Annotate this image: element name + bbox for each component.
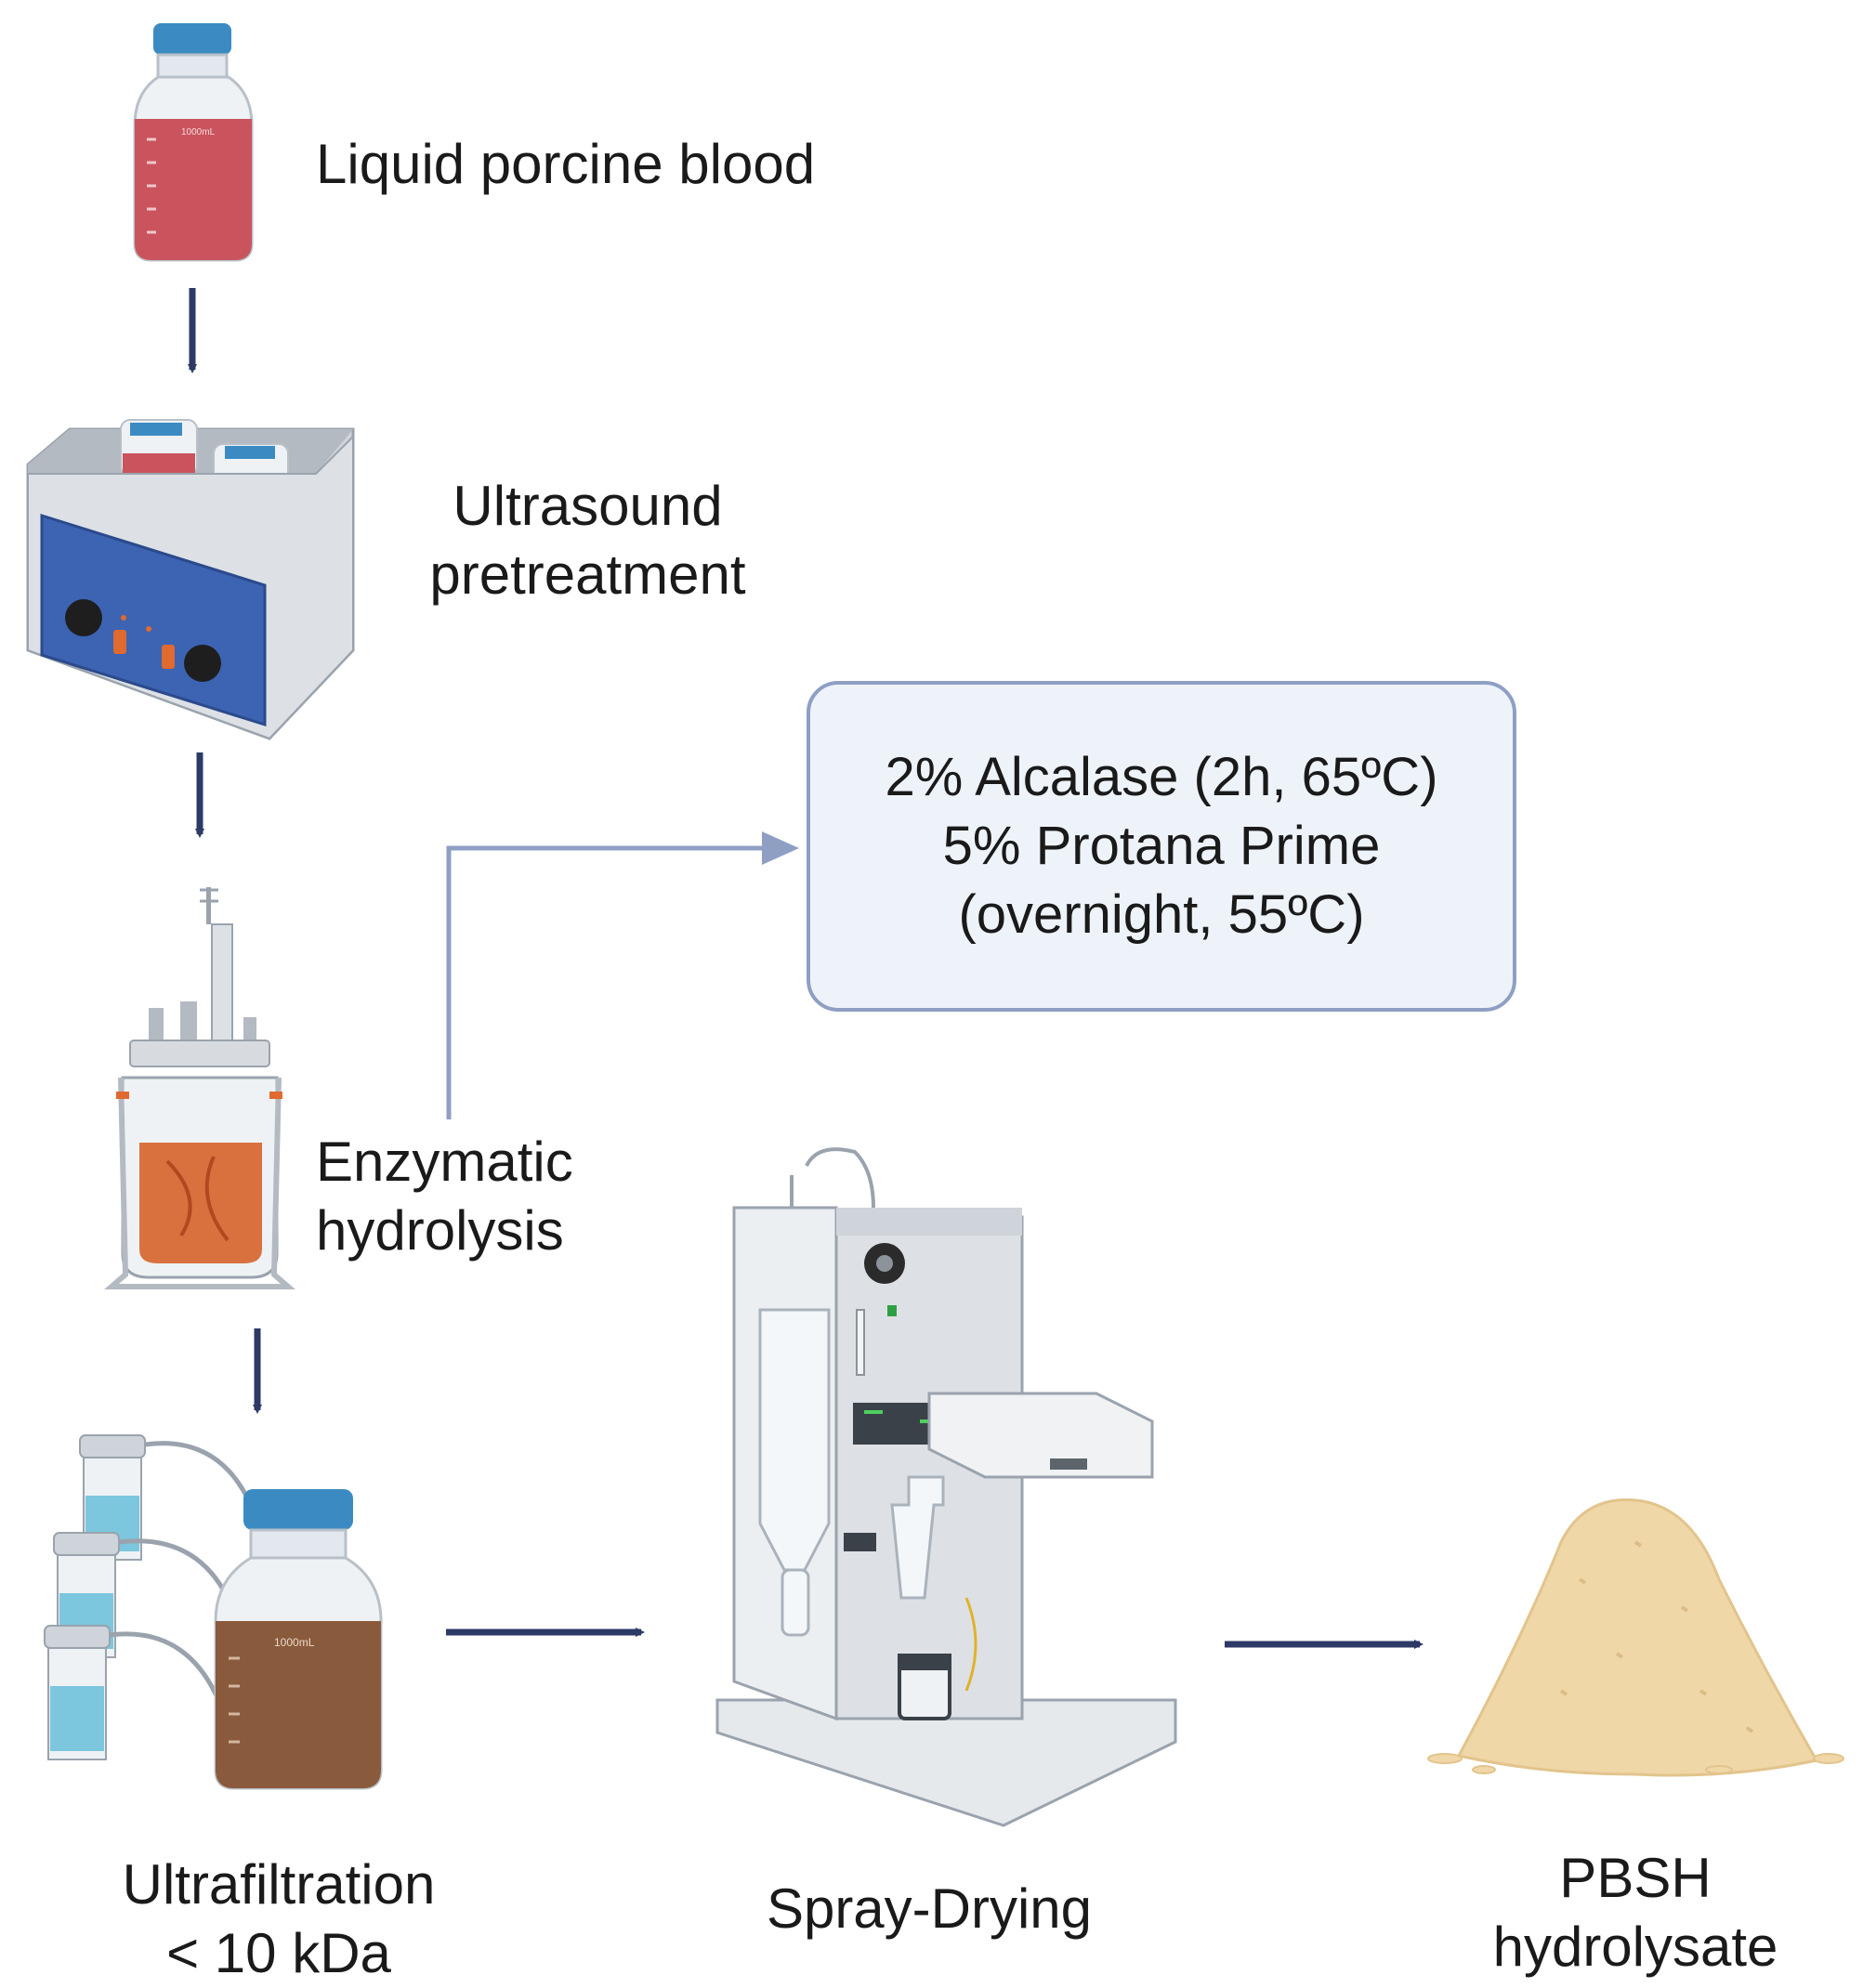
filtrate-bottle-marking: 1000mL [274, 1636, 315, 1649]
bioreactor-icon [103, 887, 296, 1289]
spray-dryer-icon [715, 1147, 1177, 1827]
conditions-line-protana: 5% Protana Prime [942, 816, 1381, 876]
label-ultrafiltration: Ultrafiltration < 10 kDa [102, 1851, 455, 1988]
connector-arrowhead [762, 831, 799, 865]
label-ultrafiltration-line2: < 10 kDa [166, 1922, 391, 1984]
ultrafiltration-setup-icon: 1000mL [44, 1434, 383, 1790]
filter-unit-icon [44, 1625, 221, 1760]
label-pbsh-line2: hydrolysate [1492, 1916, 1778, 1978]
conditions-line-alcalase: 2% Alcalase (2h, 65ºC) [885, 747, 1438, 807]
label-ultrasound-line2: pretreatment [429, 543, 746, 606]
label-pbsh-hydrolysate: PBSH hydrolysate [1450, 1844, 1821, 1981]
label-ultrafiltration-line1: Ultrafiltration [122, 1853, 436, 1916]
label-spray-drying: Spray-Drying [766, 1877, 1093, 1940]
label-liquid-porcine-blood: Liquid porcine blood [316, 133, 816, 195]
label-ultrasound-line1: Ultrasound [453, 475, 723, 537]
conditions-box: 2% Alcalase (2h, 65ºC) 5% Protana Prime … [807, 681, 1516, 1012]
ultrasound-bath-icon [26, 419, 355, 740]
conditions-line-overnight: (overnight, 55ºC) [958, 884, 1365, 945]
label-enzymatic-hydrolysis: Enzymatic hydrolysis [316, 1128, 573, 1265]
blood-bottle-marking: 1000mL [181, 127, 216, 137]
filtrate-bottle-icon: 1000mL [214, 1489, 383, 1790]
label-enzymatic-line1: Enzymatic [316, 1131, 573, 1193]
connector-enzymatic-to-conditions [446, 845, 771, 1119]
blood-bottle-icon: 1000mL [133, 23, 254, 262]
label-enzymatic-line2: hydrolysis [316, 1199, 564, 1262]
label-ultrasound-pretreatment: Ultrasound pretreatment [418, 472, 757, 609]
label-pbsh-line1: PBSH [1559, 1847, 1712, 1909]
powder-pile-icon [1427, 1498, 1844, 1777]
